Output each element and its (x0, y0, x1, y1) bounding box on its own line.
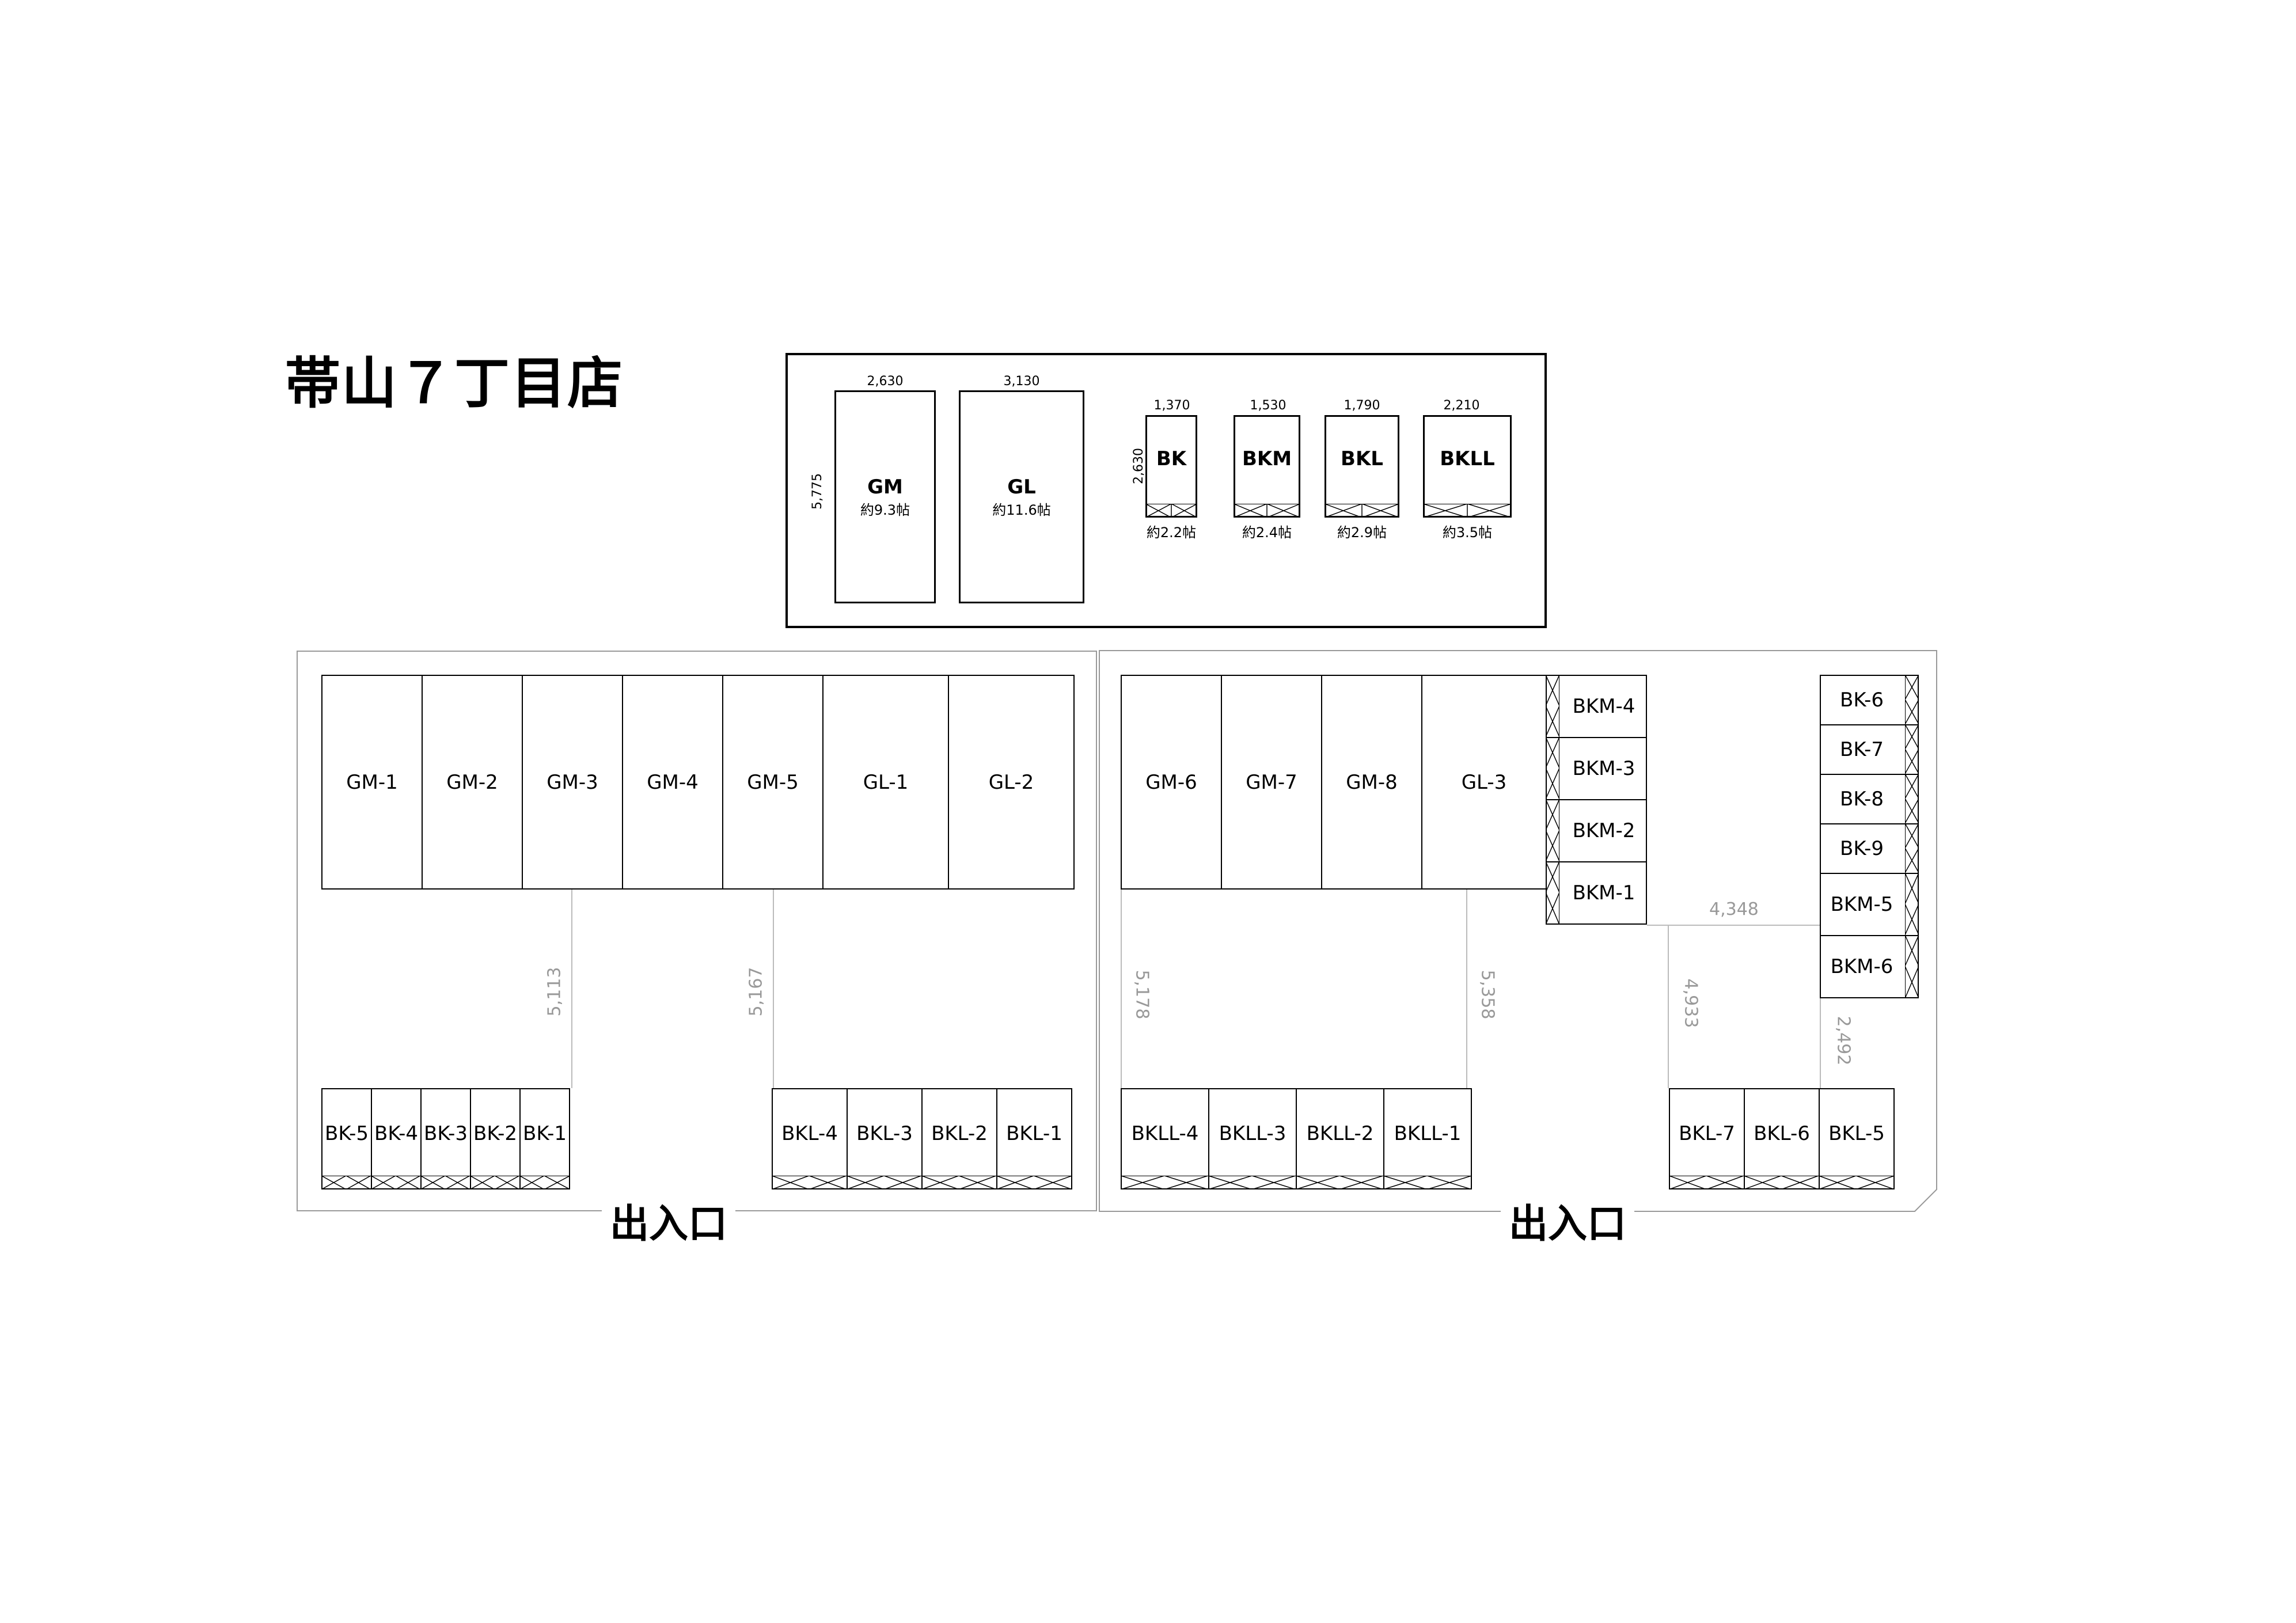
unit-gl-3[interactable]: GL-3 (1421, 675, 1547, 890)
unit-bkl-6[interactable]: BKL-6 (1744, 1088, 1820, 1189)
door-strip-icon (1905, 675, 1919, 998)
door-strip-icon (1669, 1176, 1895, 1189)
unit-gl-1[interactable]: GL-1 (822, 675, 949, 890)
legend-bk-door-icon (1145, 504, 1197, 518)
unit-gm-4[interactable]: GM-4 (622, 675, 723, 890)
unit-type-legend: 2,630 GM 約9.3帖 5,775 3,130 GL 約11.6帖 1,3… (785, 353, 1547, 628)
dimension-line (571, 890, 572, 1088)
legend-bkll-box: BKLL (1423, 415, 1512, 518)
legend-gl-width: 3,130 (1003, 374, 1040, 389)
door-strip-icon (1546, 675, 1559, 925)
legend-bkll-width: 2,210 (1443, 398, 1480, 413)
unit-gm-3[interactable]: GM-3 (522, 675, 623, 890)
unit-bk-7[interactable]: BK-7 (1820, 724, 1919, 775)
unit-gm-7[interactable]: GM-7 (1221, 675, 1322, 890)
unit-gm-6[interactable]: GM-6 (1121, 675, 1222, 890)
unit-bkm-2[interactable]: BKM-2 (1546, 799, 1647, 862)
legend-bk-area: 約2.2帖 (1146, 524, 1197, 541)
unit-bkll-4[interactable]: BKLL-4 (1121, 1088, 1209, 1189)
dimension-label: 5,167 (746, 967, 766, 1017)
legend-bk-height: 2,630 (1131, 448, 1146, 484)
unit-gm-5[interactable]: GM-5 (722, 675, 823, 890)
left-entrance-label: 出入口 (602, 1192, 736, 1249)
unit-bkm-6[interactable]: BKM-6 (1820, 935, 1919, 998)
legend-bkll-name: BKLL (1440, 447, 1495, 470)
door-strip-icon (1121, 1176, 1472, 1189)
unit-bkm-3[interactable]: BKM-3 (1546, 737, 1647, 800)
unit-bk-8[interactable]: BK-8 (1820, 774, 1919, 824)
legend-gm-name: GM (867, 475, 903, 499)
dimension-line (1647, 925, 1820, 926)
legend-bkm-box: BKM (1234, 415, 1300, 518)
legend-gm-box: GM 約9.3帖 (834, 390, 936, 603)
legend-gl-name: GL (1007, 475, 1036, 499)
legend-bkm-width: 1,530 (1250, 398, 1286, 413)
dimension-line (1466, 890, 1467, 1088)
door-strip-icon (772, 1176, 1072, 1189)
unit-bkll-3[interactable]: BKLL-3 (1208, 1088, 1297, 1189)
dimension-line (1121, 890, 1122, 1088)
dimension-label: 5,358 (1477, 970, 1498, 1020)
dimension-label: 5,178 (1132, 970, 1152, 1020)
unit-bk-4[interactable]: BK-4 (371, 1088, 422, 1189)
right-entrance-label: 出入口 (1501, 1192, 1635, 1249)
legend-bkl-name: BKL (1341, 447, 1383, 470)
legend-bk-name: BK (1156, 447, 1187, 470)
unit-bkll-1[interactable]: BKLL-1 (1383, 1088, 1472, 1189)
legend-bkl-door-icon (1325, 504, 1399, 518)
unit-bk-5[interactable]: BK-5 (321, 1088, 372, 1189)
unit-bkm-4[interactable]: BKM-4 (1546, 675, 1647, 738)
unit-bk-6[interactable]: BK-6 (1820, 675, 1919, 725)
unit-bkl-2[interactable]: BKL-2 (921, 1088, 997, 1189)
legend-bkl-width: 1,790 (1344, 398, 1380, 413)
legend-gm-height: 5,775 (810, 473, 825, 510)
dimension-label: 5,113 (544, 967, 565, 1017)
legend-bkl-box: BKL (1325, 415, 1399, 518)
unit-gm-2[interactable]: GM-2 (422, 675, 523, 890)
door-strip-icon (321, 1176, 570, 1189)
right-lot-boundary (1099, 650, 1937, 1212)
legend-bkm-name: BKM (1242, 447, 1292, 470)
dimension-label: 4,933 (1680, 978, 1701, 1028)
legend-bkm-area: 約2.4帖 (1242, 524, 1292, 541)
dimension-line (1820, 998, 1821, 1088)
legend-bk-width: 1,370 (1153, 398, 1190, 413)
unit-bkl-3[interactable]: BKL-3 (847, 1088, 923, 1189)
dimension-label: 2,492 (1833, 1016, 1854, 1066)
dimension-line (773, 890, 774, 1088)
legend-bkll-door-icon (1423, 504, 1512, 518)
unit-bkl-7[interactable]: BKL-7 (1669, 1088, 1745, 1189)
unit-bk-1[interactable]: BK-1 (519, 1088, 570, 1189)
legend-gm-width: 2,630 (867, 374, 904, 389)
legend-bkm-door-icon (1234, 504, 1300, 518)
unit-bk-9[interactable]: BK-9 (1820, 823, 1919, 874)
dimension-label: 4,348 (1709, 899, 1759, 919)
unit-gl-2[interactable]: GL-2 (948, 675, 1075, 890)
legend-gm-area: 約9.3帖 (860, 501, 910, 518)
unit-bkl-1[interactable]: BKL-1 (996, 1088, 1072, 1189)
unit-bk-2[interactable]: BK-2 (470, 1088, 521, 1189)
dimension-line (1668, 925, 1669, 1088)
unit-bkm-5[interactable]: BKM-5 (1820, 873, 1919, 936)
legend-bkl-area: 約2.9帖 (1337, 524, 1387, 541)
page-title: 帯山７丁目店 (285, 351, 624, 416)
unit-bkll-2[interactable]: BKLL-2 (1296, 1088, 1384, 1189)
legend-bk-box: BK (1145, 415, 1197, 518)
unit-bk-3[interactable]: BK-3 (420, 1088, 471, 1189)
unit-gm-8[interactable]: GM-8 (1321, 675, 1422, 890)
unit-bkl-4[interactable]: BKL-4 (772, 1088, 848, 1189)
legend-gl-box: GL 約11.6帖 (959, 390, 1084, 603)
legend-bkll-area: 約3.5帖 (1442, 524, 1493, 541)
unit-bkm-1[interactable]: BKM-1 (1546, 861, 1647, 925)
unit-gm-1[interactable]: GM-1 (321, 675, 423, 890)
legend-gl-area: 約11.6帖 (992, 501, 1051, 518)
unit-bkl-5[interactable]: BKL-5 (1819, 1088, 1895, 1189)
